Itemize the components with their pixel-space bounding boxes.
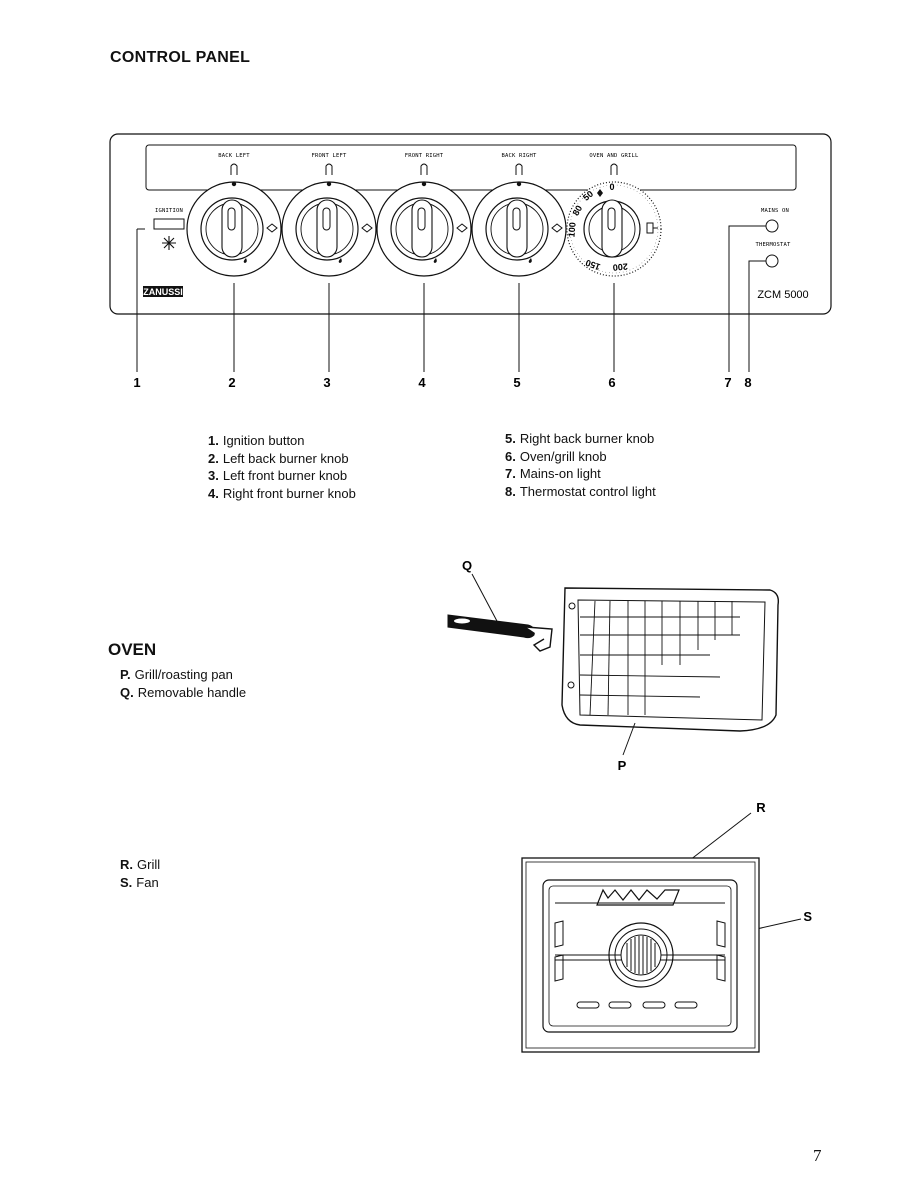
- label-r: R: [756, 800, 766, 815]
- mains-on-label: MAINS ON: [761, 208, 789, 214]
- knob-label-1: BACK LEFT: [218, 153, 250, 159]
- legend-item: 5.Right back burner knob: [505, 431, 655, 446]
- callout-3: 3: [323, 375, 330, 390]
- dial-mark-0: 0: [609, 182, 614, 192]
- control-panel-diagram: BACK LEFT FRONT LEFT FRONT RIGHT BACK RI…: [109, 133, 832, 390]
- knob-label-4: BACK RIGHT: [501, 153, 537, 159]
- thermostat-label: THERMOSTAT: [755, 242, 791, 248]
- legend-item: 2.Left back burner knob: [208, 450, 349, 466]
- callout-8: 8: [744, 375, 751, 390]
- dial-mark-80: 80: [571, 204, 585, 218]
- callout-7: 7: [724, 375, 731, 390]
- left-front-burner-knob[interactable]: [281, 163, 377, 277]
- legend-item: P.Grill/roasting pan: [120, 667, 233, 682]
- label-p: P: [618, 758, 627, 773]
- knob-label-2: FRONT LEFT: [311, 153, 347, 159]
- legend-item: 1.Ignition button: [208, 433, 305, 448]
- panel-outline: [109, 133, 832, 315]
- callout-2: 2: [228, 375, 235, 390]
- dial-mark-200: 200: [612, 261, 628, 272]
- right-back-burner-knob[interactable]: [471, 163, 567, 277]
- thermostat-light: [765, 254, 779, 268]
- page-number: 7: [813, 1146, 822, 1165]
- ignition-button[interactable]: [153, 218, 185, 230]
- legend-item: 3.Left front burner knob: [208, 468, 348, 483]
- right-front-burner-knob[interactable]: [376, 163, 472, 277]
- control-panel-title: CONTROL PANEL: [110, 49, 251, 66]
- brand-logo: [143, 286, 183, 297]
- callout-4: 4: [418, 375, 426, 390]
- legend-left: 1.Ignition button 2.Left back burner kno…: [208, 432, 356, 502]
- legend-item: Q.Removable handle: [120, 684, 247, 700]
- grill-pan-diagram: Q P: [447, 558, 780, 773]
- brand-text: ZANUSSI: [143, 287, 183, 297]
- knob-label-3: FRONT RIGHT: [405, 153, 444, 159]
- oven-legend-rs: R.Grill S.Fan: [120, 856, 160, 891]
- dial-mark-150: 150: [584, 258, 602, 273]
- oven-interior-diagram: R S: [521, 800, 812, 1053]
- legend-right: 5.Right back burner knob 6.Oven/grill kn…: [505, 430, 656, 500]
- legend-item: 7.Mains-on light: [505, 466, 601, 481]
- mains-on-light: [765, 219, 779, 233]
- knob-label-5: OVEN AND GRILL: [589, 153, 639, 159]
- callout-6: 6: [608, 375, 615, 390]
- label-s: S: [803, 909, 812, 924]
- ignition-label: IGNITION: [155, 208, 183, 214]
- callout-5: 5: [513, 375, 520, 390]
- legend-item: R.Grill: [120, 857, 161, 872]
- legend-item: 6.Oven/grill knob: [505, 448, 607, 464]
- oven-title: OVEN: [108, 640, 157, 659]
- oven-legend-pq: P.Grill/roasting pan Q.Removable handle: [120, 666, 246, 701]
- callout-1: 1: [133, 375, 140, 390]
- label-q: Q: [462, 558, 472, 573]
- left-back-burner-knob[interactable]: [186, 163, 282, 277]
- model-text: ZCM 5000: [757, 289, 808, 301]
- legend-item: 4.Right front burner knob: [208, 485, 356, 501]
- dial-mark-100: 100: [566, 222, 577, 238]
- oven-grill-knob[interactable]: 0 50 80 100 150 200: [566, 163, 662, 277]
- dial-mark-50: 50: [581, 189, 595, 203]
- legend-item: 8.Thermostat control light: [505, 483, 656, 499]
- spark-icon: [162, 236, 176, 250]
- legend-item: S.Fan: [120, 874, 159, 890]
- fan-icon: [608, 922, 674, 988]
